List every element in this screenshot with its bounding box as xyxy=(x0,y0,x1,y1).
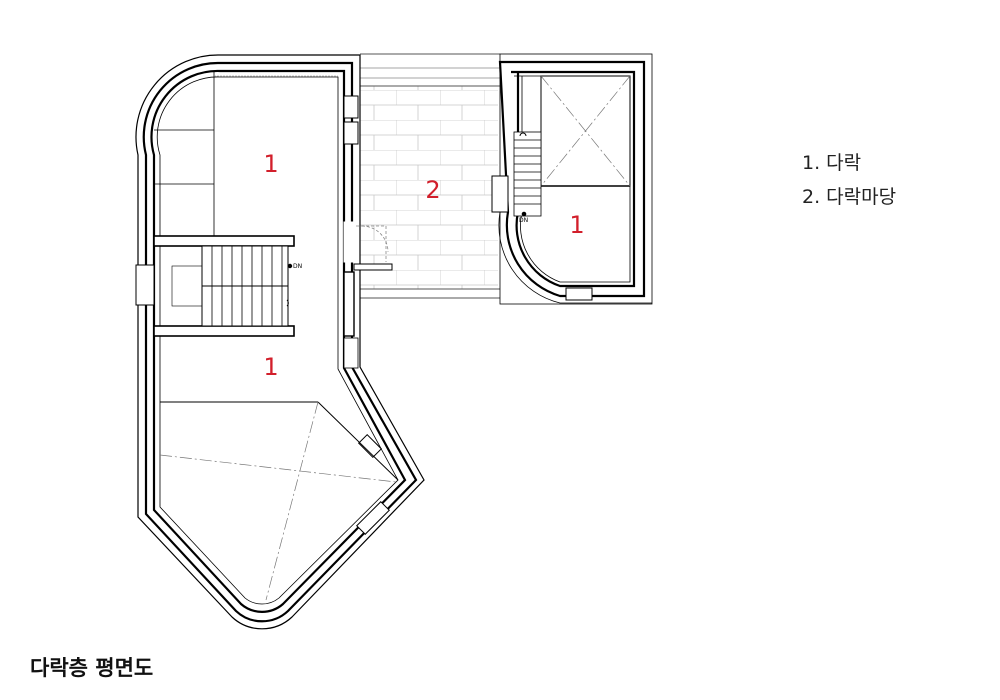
left-stair xyxy=(171,245,293,327)
terrace-floor xyxy=(360,53,520,299)
right-building xyxy=(491,53,653,305)
room-label-attic-lower: 1 xyxy=(263,353,278,381)
legend-item-attic-terrace: 2. 다락마당 xyxy=(802,186,897,208)
left-building-walls xyxy=(135,54,425,630)
legend-item-attic: 1. 다락 xyxy=(802,152,862,174)
room-label-attic-upper: 1 xyxy=(263,150,278,178)
left-interior-partitions xyxy=(135,72,393,535)
roof-ridge-lines xyxy=(159,401,399,601)
room-label-attic-right: 1 xyxy=(569,211,584,239)
stair-dn-label-right: DN xyxy=(519,217,528,224)
drawing-title: 다락층 평면도 xyxy=(30,656,154,680)
room-label-terrace: 2 xyxy=(425,176,440,204)
room-legend: 1. 다락 2. 다락마당 xyxy=(802,146,896,214)
stair-dn-label-left: DN xyxy=(293,263,302,270)
